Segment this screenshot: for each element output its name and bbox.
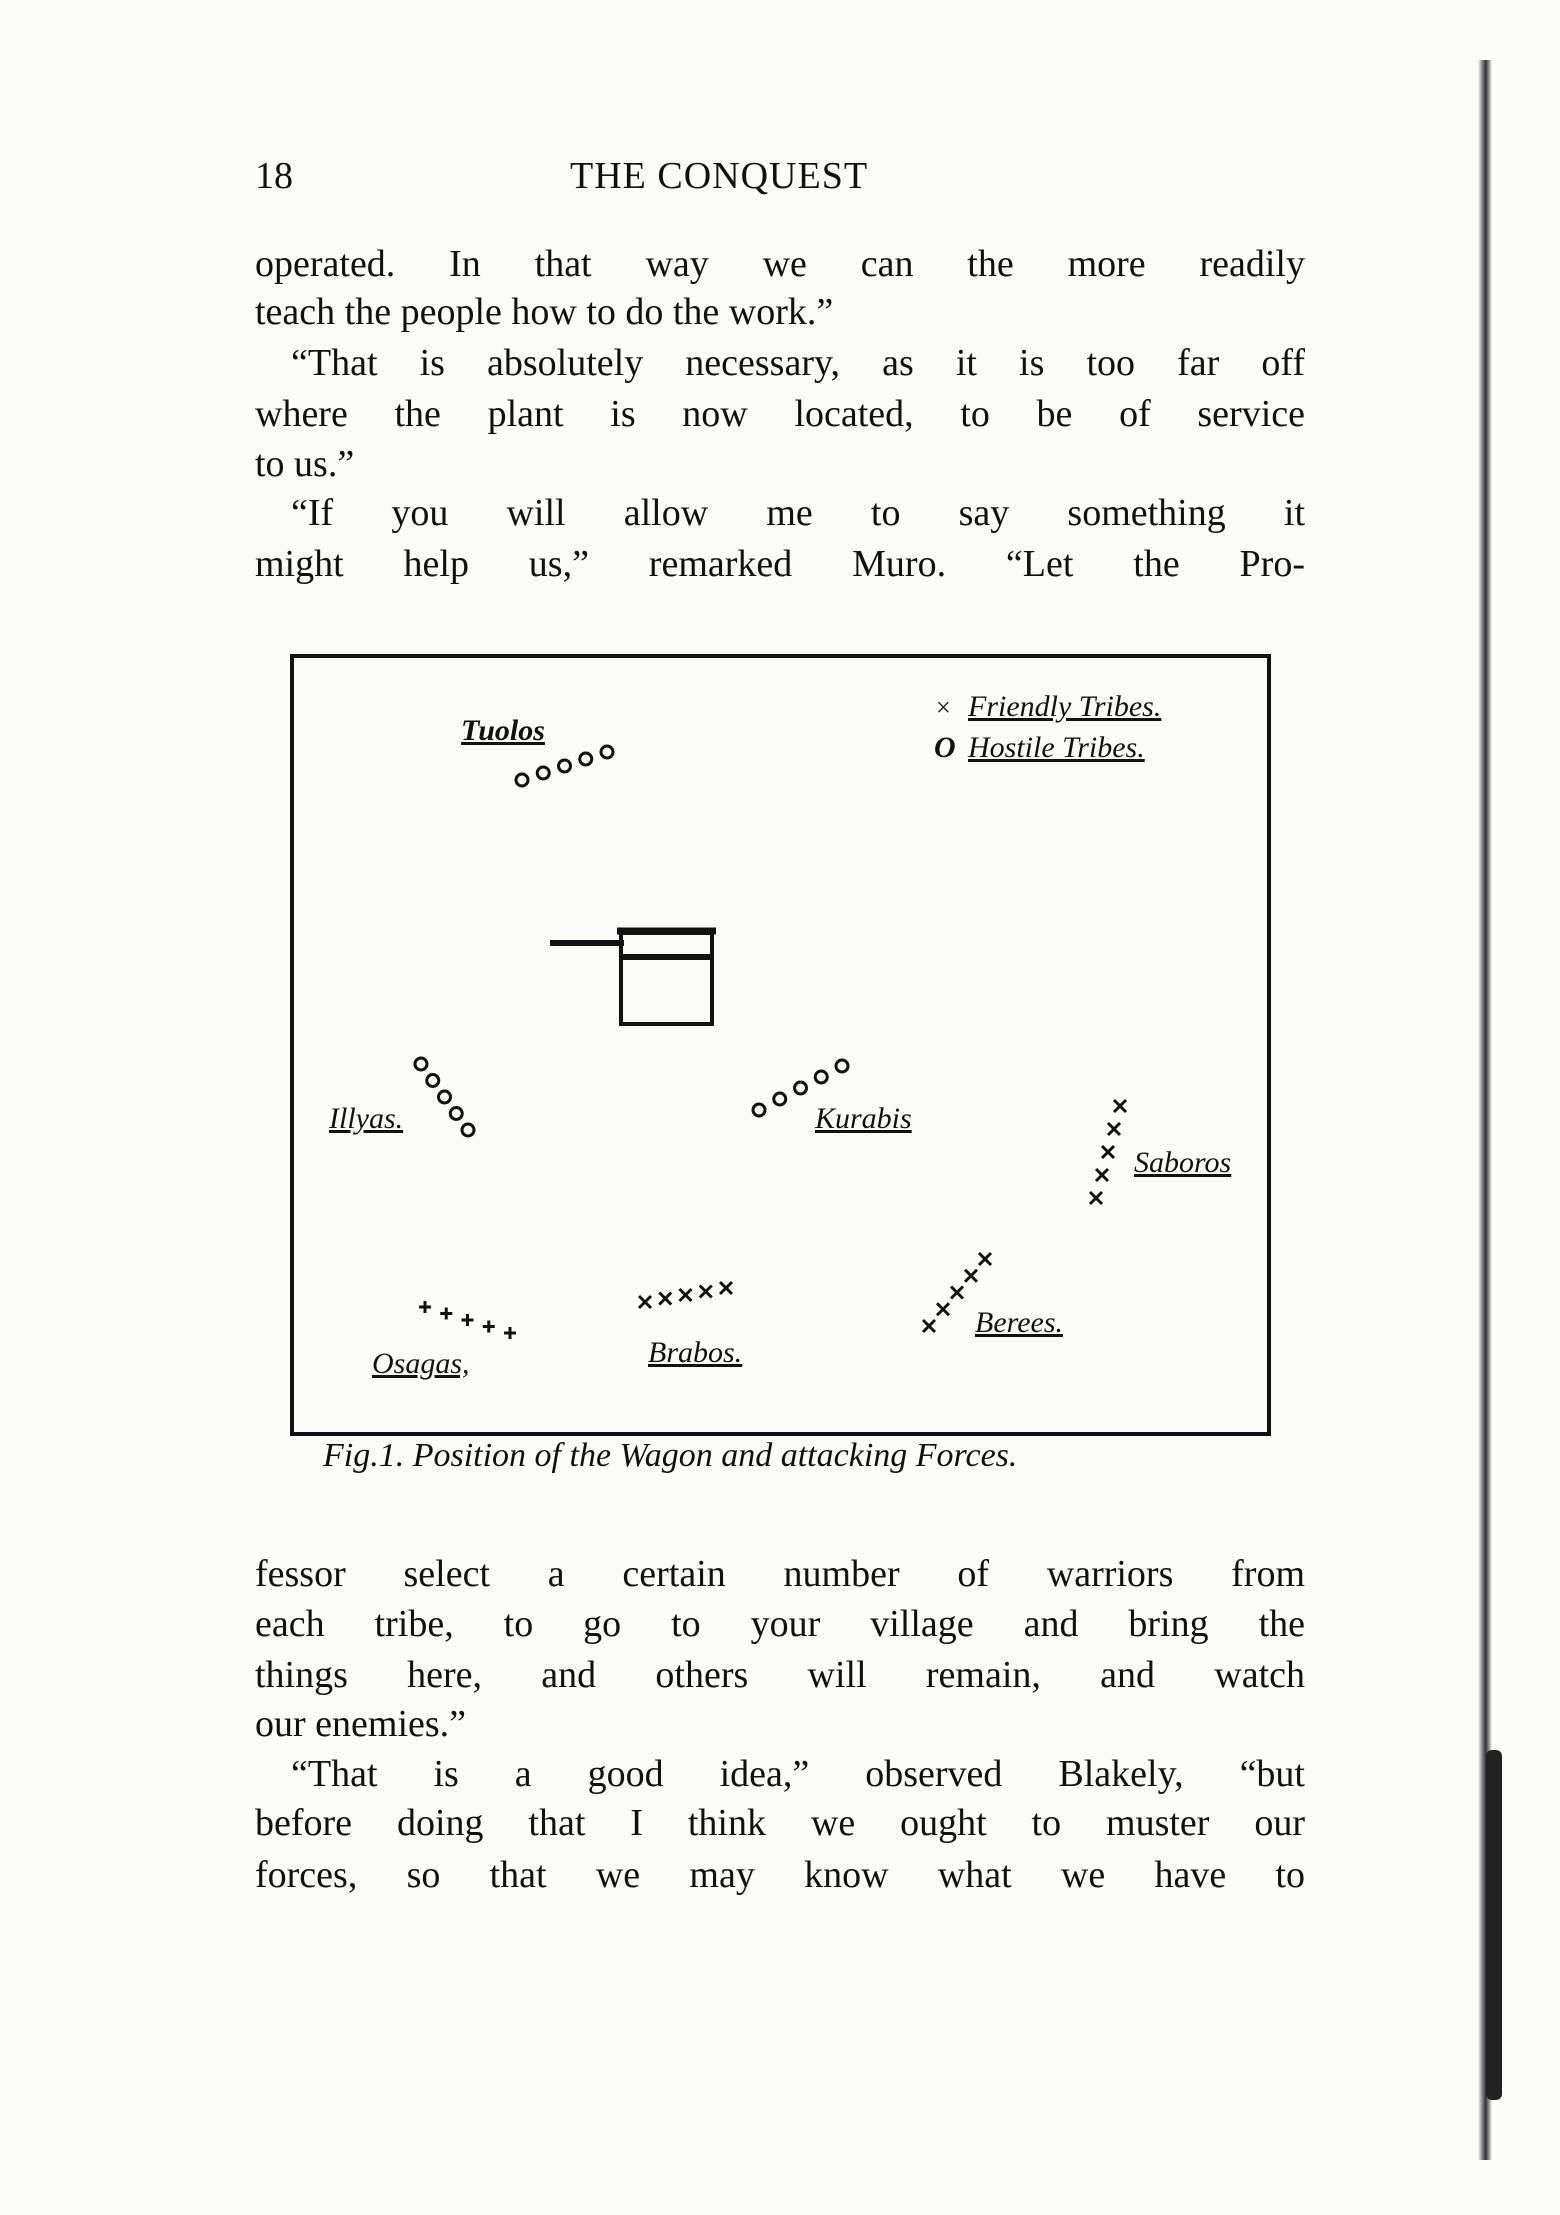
friendly-marker [949, 1285, 965, 1300]
friendly-marker [440, 1307, 453, 1320]
book-spine-shadow [1486, 1750, 1502, 2100]
hostile-marker [793, 1080, 808, 1096]
hostile-marker [448, 1106, 464, 1121]
legend-hostile-label: Hostile Tribes. [967, 731, 1145, 764]
wagon-icon [550, 927, 716, 1026]
hostile-marker [772, 1091, 788, 1107]
friendly-marker [963, 1268, 979, 1283]
friendly-marker [419, 1301, 431, 1313]
hostile-marker [834, 1058, 850, 1074]
figure-caption: Fig.1. Position of the Wagon and attacki… [322, 1437, 1017, 1474]
legend-friendly-symbol: × [936, 693, 951, 722]
text-line: things here, and others will remain, and… [255, 1654, 1305, 1696]
text-line: “That is absolutely necessary, as it is … [291, 342, 1305, 384]
label-berees: Berees. [975, 1306, 1063, 1339]
friendly-marker [678, 1287, 693, 1303]
label-saboros: Saboros [1134, 1146, 1231, 1179]
text-line: “If you will allow me to say something i… [291, 492, 1305, 534]
friendly-marker [698, 1284, 713, 1299]
label-brabos: Brabos. [648, 1336, 742, 1369]
friendly-marker [977, 1251, 993, 1267]
running-title: THE CONQUEST [570, 155, 869, 197]
text-line: before doing that I think we ought to mu… [255, 1802, 1305, 1844]
hostile-marker [557, 758, 572, 774]
hostile-marker [413, 1056, 429, 1072]
figure-frame [290, 654, 1271, 1436]
friendly-marker [718, 1280, 734, 1296]
label-tuolos: Tuolos [461, 714, 545, 747]
friendly-marker [1100, 1144, 1116, 1160]
text-line: might help us,” remarked Muro. “Let the … [255, 543, 1305, 585]
hostile-marker [751, 1102, 767, 1118]
text-line: teach the people how to do the work.” [255, 291, 834, 333]
text-line: operated. In that way we can the more re… [255, 243, 1305, 285]
legend-friendly-label: Friendly Tribes. [967, 690, 1161, 723]
friendly-marker [1088, 1190, 1104, 1206]
friendly-marker [461, 1314, 474, 1326]
hostile-marker [437, 1089, 452, 1105]
text-line: each tribe, to go to your village and br… [255, 1603, 1305, 1645]
friendly-marker [658, 1291, 673, 1306]
text-line: where the plant is now located, to be of… [255, 393, 1305, 435]
hostile-marker [425, 1073, 441, 1088]
friendly-marker [637, 1294, 653, 1310]
hostile-marker [460, 1122, 476, 1138]
book-spine-edge [1478, 60, 1492, 2160]
hostile-marker [514, 772, 530, 788]
label-illyas: Illyas. [328, 1102, 403, 1135]
friendly-marker [1106, 1121, 1122, 1137]
friendly-marker [482, 1320, 495, 1333]
legend-hostile-symbol: O [934, 731, 956, 764]
hostile-marker [535, 765, 551, 781]
text-line: to us.” [255, 443, 355, 485]
text-line: our enemies.” [255, 1703, 467, 1745]
hostile-marker [813, 1069, 829, 1085]
text-line: fessor select a certain number of warrio… [255, 1553, 1305, 1595]
friendly-marker [935, 1302, 951, 1317]
friendly-marker [1094, 1167, 1110, 1183]
tribe-markers [413, 744, 1128, 1339]
label-osagas: Osagas, [372, 1347, 470, 1380]
page-number: 18 [255, 155, 293, 197]
label-kurabis: Kurabis [814, 1102, 912, 1135]
hostile-marker [578, 751, 594, 767]
text-line: “That is a good idea,” observed Blakely,… [291, 1753, 1305, 1795]
friendly-marker [921, 1318, 937, 1334]
friendly-marker [504, 1327, 516, 1339]
hostile-marker [599, 744, 615, 760]
text-line: forces, so that we may know what we have… [255, 1854, 1305, 1896]
friendly-marker [1112, 1098, 1128, 1114]
